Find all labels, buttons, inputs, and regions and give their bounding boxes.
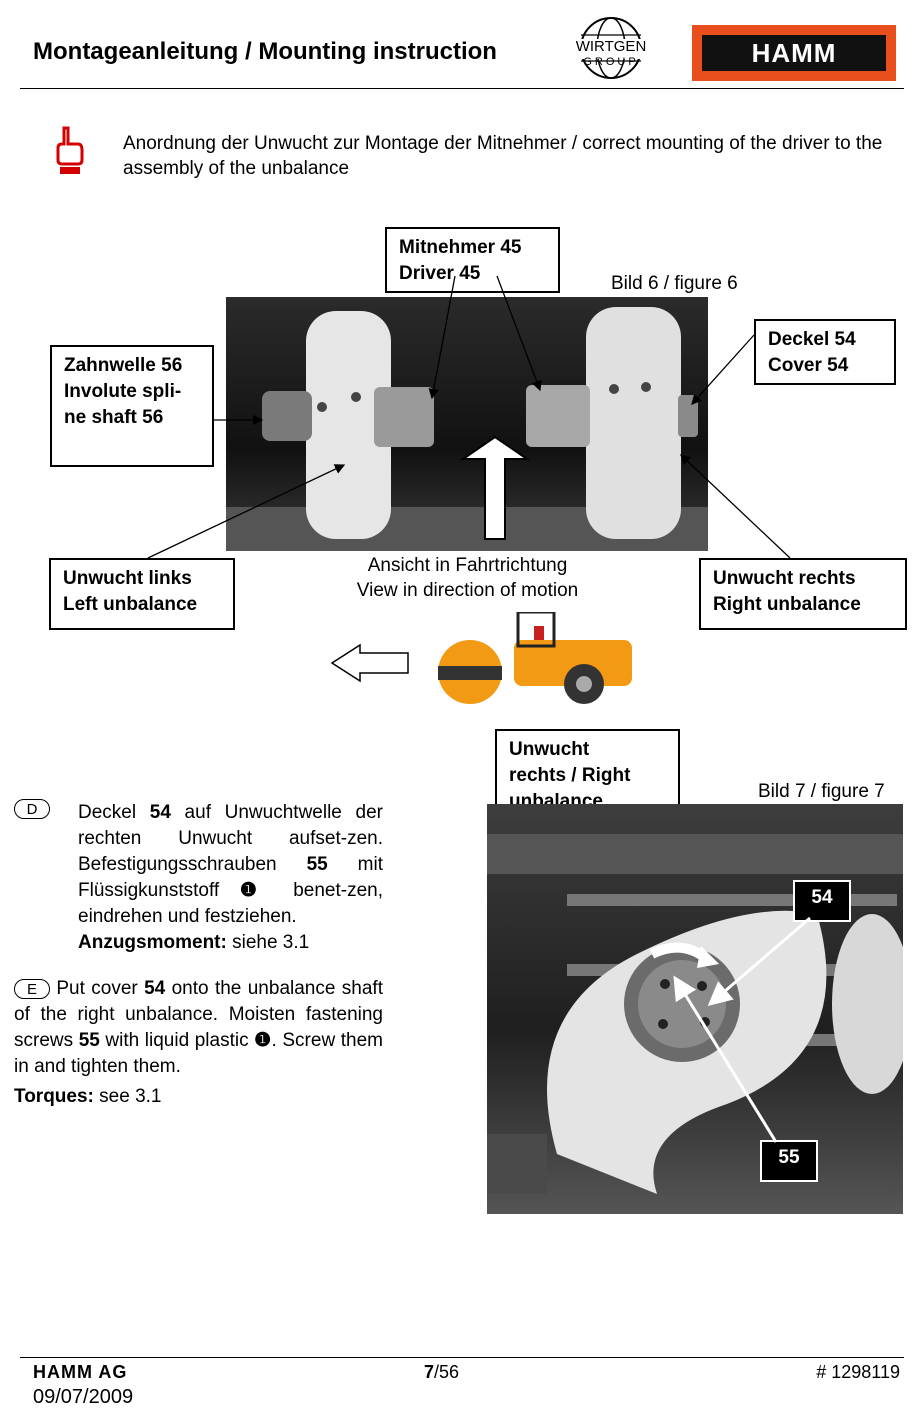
notice-text: Anordnung der Unwucht zur Montage der Mi… — [123, 133, 883, 179]
unbalance-assembly-photo — [226, 297, 708, 551]
svg-text:GROUP: GROUP — [583, 56, 638, 68]
instruction-de: Deckel 54 auf Unwuchtwelle der rechten U… — [78, 802, 383, 953]
german-language-icon: D — [14, 799, 50, 819]
header-rule — [20, 88, 904, 89]
left-direction-arrow-icon — [330, 643, 409, 683]
hand-pointer-warning-icon — [56, 126, 84, 174]
callout-right-unbalance: Unwucht rechts Right unbalance — [699, 558, 907, 630]
hamm-logo: HAMM — [692, 25, 896, 81]
callout-driver: Mitnehmer 45 Driver 45 — [385, 227, 560, 293]
english-language-icon: E — [14, 979, 50, 999]
figure6-caption: Bild 6 / figure 6 — [611, 273, 738, 294]
road-roller-icon — [438, 612, 632, 704]
footer-date: 09/07/2009 — [33, 1386, 134, 1408]
callout-cover: Deckel 54 Cover 54 — [754, 319, 896, 385]
footer-doc-number: # 1298119 — [816, 1362, 900, 1382]
callout-left-unbalance: Unwucht links Left unbalance — [49, 558, 235, 630]
footer-rule — [20, 1357, 904, 1358]
instruction-en: E Put cover 54 onto the unbalance shaft … — [14, 978, 383, 1107]
callout-right-unbalance-fig7: Unwucht rechts / Right unbalance — [495, 729, 680, 813]
label-55-box: 55 — [760, 1140, 818, 1182]
callout-involute-shaft: Zahnwelle 56 Involute spli- ne shaft 56 — [50, 345, 214, 467]
page-title: Montageanleitung / Mounting instruction — [33, 38, 497, 65]
svg-text:WIRTGEN: WIRTGEN — [576, 38, 647, 55]
view-direction-text: Ansicht in Fahrtrichtung View in directi… — [356, 555, 579, 601]
footer-company: HAMM AG — [33, 1362, 128, 1382]
label-54-box: 54 — [793, 880, 851, 922]
footer-page-number: 7/56 — [424, 1362, 460, 1382]
figure7-caption: Bild 7 / figure 7 — [758, 781, 885, 802]
right-unbalance-photo — [487, 804, 912, 1214]
wirtgen-group-logo: WIRTGEN GROUP — [568, 17, 654, 79]
